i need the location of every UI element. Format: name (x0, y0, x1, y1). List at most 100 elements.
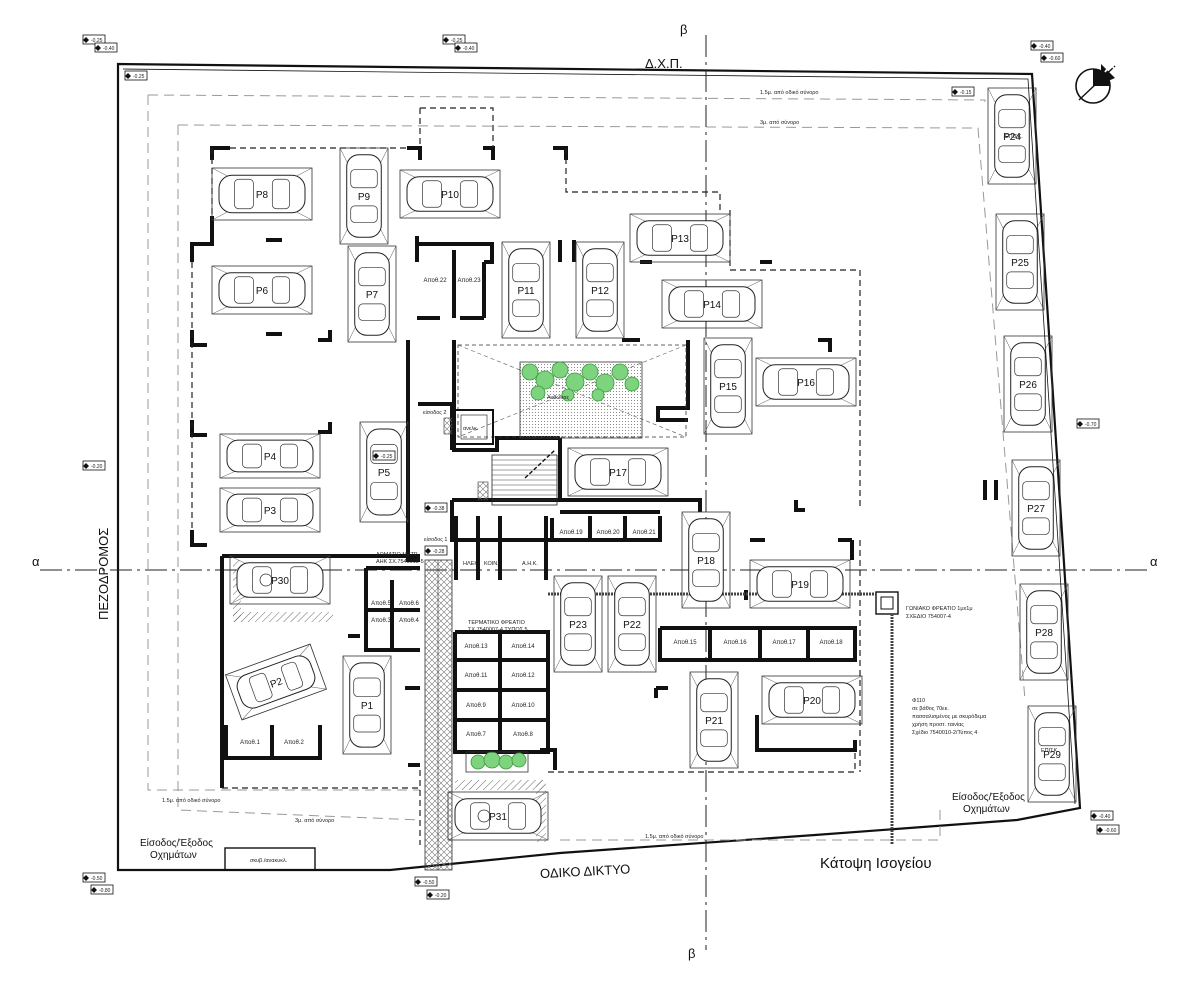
level-marker: -0.20 (82, 460, 106, 471)
level-marker: -0.70 (1076, 418, 1100, 429)
parking-bay-p10: P10 (399, 169, 501, 219)
parking-label-p25: P25 (1011, 258, 1029, 269)
corner-pit (875, 591, 899, 615)
parking-bay-p22: P22 (607, 575, 657, 673)
storage-label: Αποθ.19 (559, 530, 583, 536)
level-marker: -0.40 (94, 42, 118, 53)
parking-label-p21: P21 (705, 716, 723, 727)
parking-label-p1: P1 (361, 701, 374, 712)
parking-label-p13: P13 (671, 234, 689, 245)
level-marker: -0.25 (82, 34, 106, 45)
svg-text:-0.20: -0.20 (435, 893, 447, 899)
svg-text:-0.50: -0.50 (423, 880, 435, 886)
parking-label-p24: P24 (1003, 132, 1021, 143)
level-marker: -0.50 (414, 876, 438, 887)
parking-bay-p9: P9 (339, 147, 389, 245)
level-marker: -0.60 (1096, 824, 1120, 835)
pedestrian-label: ΠΕΖΟΔΡΟΜΟΣ (96, 528, 111, 620)
car-icon (636, 220, 724, 256)
car-icon (236, 655, 316, 709)
section-a-right: α (1150, 554, 1158, 569)
parking-bay-p23: P23 (553, 575, 603, 673)
plot-boundary (116, 62, 1082, 872)
parking-label-p3: P3 (264, 506, 277, 517)
parking-label-p20: P20 (803, 696, 821, 707)
svg-text:-0.40: -0.40 (463, 46, 475, 52)
storage-label: Αποθ.1 (240, 740, 260, 746)
level-marker: -0.40 (1090, 810, 1114, 821)
car-icon (582, 248, 618, 332)
car-icon (349, 662, 385, 748)
car-icon (710, 344, 746, 428)
parking-bay-p2: P2 (224, 643, 328, 721)
storage-label: Αποθ.10 (511, 703, 535, 709)
parking-label-p14: P14 (703, 300, 721, 311)
storage-label: Αποθ.8 (513, 732, 533, 738)
storage-label: Αποθ.18 (819, 640, 843, 646)
storage-label: Αποθ.20 (596, 530, 620, 536)
setback-bl-1: 1.5μ. από οδικό σύνορο (162, 797, 220, 804)
parking-label-p6: P6 (256, 286, 269, 297)
svg-text:-0.40: -0.40 (103, 46, 115, 52)
storage-label: Αποθ.12 (511, 673, 535, 679)
parking-bay-p1: P1 (342, 655, 392, 755)
car-icon (1002, 220, 1038, 304)
car-icon (508, 248, 544, 332)
parking-bay-p14: P14 (661, 279, 763, 329)
walkway-strip (424, 559, 453, 871)
hatched-area-p31 (455, 780, 545, 790)
parking-bay-p17: P17 (567, 447, 669, 497)
car-icon (696, 678, 732, 762)
parking-label-p9: P9 (358, 192, 371, 203)
parking-bay-p5: P5 (359, 421, 409, 523)
svg-text:-0.70: -0.70 (1085, 422, 1097, 428)
parking-label-p31: P31 (489, 812, 507, 823)
parking-bay-p15: P15 (703, 337, 753, 435)
car-icon (218, 174, 306, 214)
svg-text:-0.80: -0.80 (99, 888, 111, 894)
svg-text:-0.25: -0.25 (91, 38, 103, 44)
level-markers: -0.25-0.40-0.25-0.40-0.40-0.60-0.25-0.15… (82, 34, 1120, 900)
terminal-pit-1: ΤΕΡΜΑΤΙΚΟ ΦΡΕΑΤΙΟ (468, 620, 526, 626)
car-icon (226, 493, 314, 527)
p29-note: ΕΠΙΣΚ. (1041, 748, 1059, 754)
parking-bay-p11: P11 (501, 241, 551, 339)
setback-top-2: 3μ. από σύνορο (760, 119, 799, 126)
pipe-note-1: Φ110 (912, 698, 925, 704)
level-marker: -0.50 (82, 872, 106, 883)
parking-label-p2: P2 (269, 676, 285, 691)
parking-bay-p21: P21 (689, 671, 739, 769)
storage-label: Αποθ.23 (457, 278, 481, 284)
entrance-left-2: Οχημάτων (150, 849, 197, 861)
storage-label: Αποθ.7 (466, 732, 486, 738)
level-marker: -0.80 (90, 884, 114, 895)
setback-3m (177, 124, 1026, 821)
svg-text:-0.40: -0.40 (1099, 814, 1111, 820)
parking-bay-p25: P25 (995, 213, 1045, 311)
svg-text:-0.20: -0.20 (91, 464, 103, 470)
entrance-right-1: Είσοδος/Έξοδος (952, 791, 1025, 803)
parking-label-p17: P17 (609, 468, 627, 479)
pipe-note-3: πασσαλισμένος με σκυρόδεμα (912, 713, 987, 720)
corner-pit-1: ΓΩΝΙΑΚΟ ΦΡΕΑΤΙΟ 1μx1μ (906, 606, 973, 612)
parking-label-p7: P7 (366, 290, 379, 301)
bin-enclosure (224, 847, 316, 871)
svg-text:-0.25: -0.25 (451, 38, 463, 44)
room-aik: Α.Η.Κ. (522, 561, 538, 567)
svg-text:-0.25: -0.25 (133, 74, 145, 80)
parking-label-p18: P18 (697, 556, 715, 567)
storage-label: Αποθ.3 (371, 618, 391, 624)
parking-bay-p31: P31 (447, 791, 549, 841)
road-network-label: ΟΔΙΚΟ ΔΙΚΤΥΟ (540, 861, 631, 881)
car-icon (668, 286, 756, 322)
storage-label: Αποθ.5 (371, 601, 391, 607)
staircase (477, 449, 558, 506)
section-a-left: α (32, 554, 40, 569)
parking-bay-p20: P20 (761, 675, 863, 725)
storage-label: Αποθ.16 (723, 640, 747, 646)
svg-text:-0.28: -0.28 (433, 549, 445, 555)
parking-bay-p8: P8 (211, 167, 313, 221)
car-icon (768, 682, 856, 718)
